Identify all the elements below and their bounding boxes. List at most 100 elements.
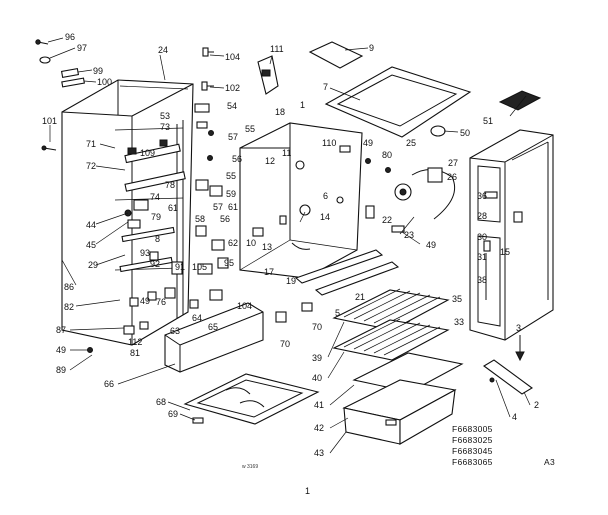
- label-101: 101: [42, 116, 57, 126]
- label-18: 18: [275, 107, 285, 117]
- label-38: 38: [477, 275, 487, 285]
- label-76-top: 76: [156, 297, 166, 307]
- label-96: 96: [65, 32, 75, 42]
- label-59: 59: [226, 189, 236, 199]
- label-22: 22: [382, 215, 392, 225]
- label-2: 2: [534, 400, 539, 410]
- label-92: 92: [150, 259, 160, 269]
- label-69: 69: [168, 409, 178, 419]
- label-99: 99: [93, 66, 103, 76]
- door-icon: [469, 129, 554, 341]
- bottom-pans: [164, 302, 320, 425]
- label-97: 97: [77, 43, 87, 53]
- label-41: 41: [314, 400, 324, 410]
- label-66: 66: [104, 379, 114, 389]
- label-72: 72: [86, 161, 96, 171]
- leader-lines: [47, 37, 531, 454]
- model-number-list: F6683005 F6683025 F6683045 F6683065 A3: [452, 424, 555, 467]
- label-40: 40: [312, 373, 322, 383]
- label-86: 86: [64, 282, 74, 292]
- label-64: 64: [192, 313, 202, 323]
- label-112: 112: [128, 337, 142, 347]
- label-35: 35: [452, 294, 462, 304]
- label-28: 28: [477, 211, 487, 221]
- label-33: 33: [454, 317, 464, 327]
- label-71: 71: [86, 139, 96, 149]
- label-8: 8: [155, 234, 160, 244]
- label-27: 27: [448, 158, 458, 168]
- label-82: 82: [64, 302, 74, 312]
- label-25: 25: [406, 138, 416, 148]
- label-13: 13: [262, 242, 272, 252]
- label-49-bottom: 49: [56, 345, 66, 355]
- label-36: 36: [477, 191, 487, 201]
- label-102: 102: [225, 83, 240, 93]
- label-3: 3: [516, 323, 521, 333]
- label-31: 31: [477, 252, 487, 262]
- label-42: 42: [314, 423, 324, 433]
- shelf-icon: [332, 288, 464, 393]
- label-105: 105: [192, 262, 207, 272]
- label-5: 5: [335, 308, 340, 318]
- label-111: 111: [270, 44, 284, 54]
- label-12: 12: [265, 156, 275, 166]
- label-53: 53: [160, 111, 170, 121]
- label-58: 58: [195, 214, 205, 224]
- label-49-top: 49: [363, 138, 373, 148]
- label-70-left: 70: [280, 339, 290, 349]
- label-55-mid: 55: [226, 171, 236, 181]
- label-29: 29: [88, 260, 98, 270]
- label-49-mid: 49: [426, 240, 436, 250]
- label-91: 91: [175, 262, 185, 272]
- label-78: 78: [165, 180, 175, 190]
- label-110: 110: [322, 138, 336, 148]
- label-89: 89: [56, 365, 66, 375]
- label-50: 50: [460, 128, 470, 138]
- callout-labels: 96 97 99 100 24 104 102 111 9 7 54 53 73…: [42, 32, 539, 458]
- model-number-2: F6683025: [452, 435, 493, 445]
- label-62: 62: [228, 238, 238, 248]
- hinge-icon: [483, 335, 533, 395]
- label-30: 30: [477, 232, 487, 242]
- model-number-1: F6683005: [452, 424, 493, 434]
- shelf-rails: [275, 249, 400, 323]
- label-81: 81: [130, 348, 140, 358]
- label-73: 73: [160, 122, 170, 132]
- label-45: 45: [86, 240, 96, 250]
- label-80: 80: [382, 150, 392, 160]
- label-93: 93: [140, 248, 150, 258]
- label-23: 23: [404, 230, 414, 240]
- label-7: 7: [323, 82, 328, 92]
- fresh-food-liner: [239, 122, 363, 279]
- label-14: 14: [320, 212, 330, 222]
- label-49-left: 49: [140, 296, 150, 306]
- label-24: 24: [158, 45, 168, 55]
- label-56-mid: 56: [220, 214, 230, 224]
- label-65: 65: [208, 322, 218, 332]
- model-number-4: F6683065: [452, 457, 493, 467]
- label-61-mid: 61: [168, 203, 178, 213]
- drawing-code: w 3169: [242, 464, 258, 470]
- label-19: 19: [286, 276, 296, 286]
- label-51: 51: [483, 116, 493, 126]
- label-104-mid: 104: [237, 301, 252, 311]
- label-11: 11: [282, 148, 291, 158]
- label-95: 95: [224, 258, 234, 268]
- label-74: 74: [150, 192, 160, 202]
- label-55-top: 55: [245, 124, 255, 134]
- label-39: 39: [312, 353, 322, 363]
- label-100: 100: [97, 77, 112, 87]
- label-1: 1: [300, 100, 305, 110]
- thermostat-knob-icon: [365, 158, 456, 233]
- label-61-right: 61: [228, 202, 238, 212]
- label-6: 6: [323, 191, 328, 201]
- label-43: 43: [314, 448, 324, 458]
- model-suffix: A3: [544, 457, 555, 467]
- label-15: 15: [500, 247, 510, 257]
- label-63: 63: [170, 326, 180, 336]
- label-44: 44: [86, 220, 96, 230]
- label-57-top: 57: [228, 132, 238, 142]
- label-79: 79: [151, 212, 161, 222]
- label-57-mid: 57: [213, 202, 223, 212]
